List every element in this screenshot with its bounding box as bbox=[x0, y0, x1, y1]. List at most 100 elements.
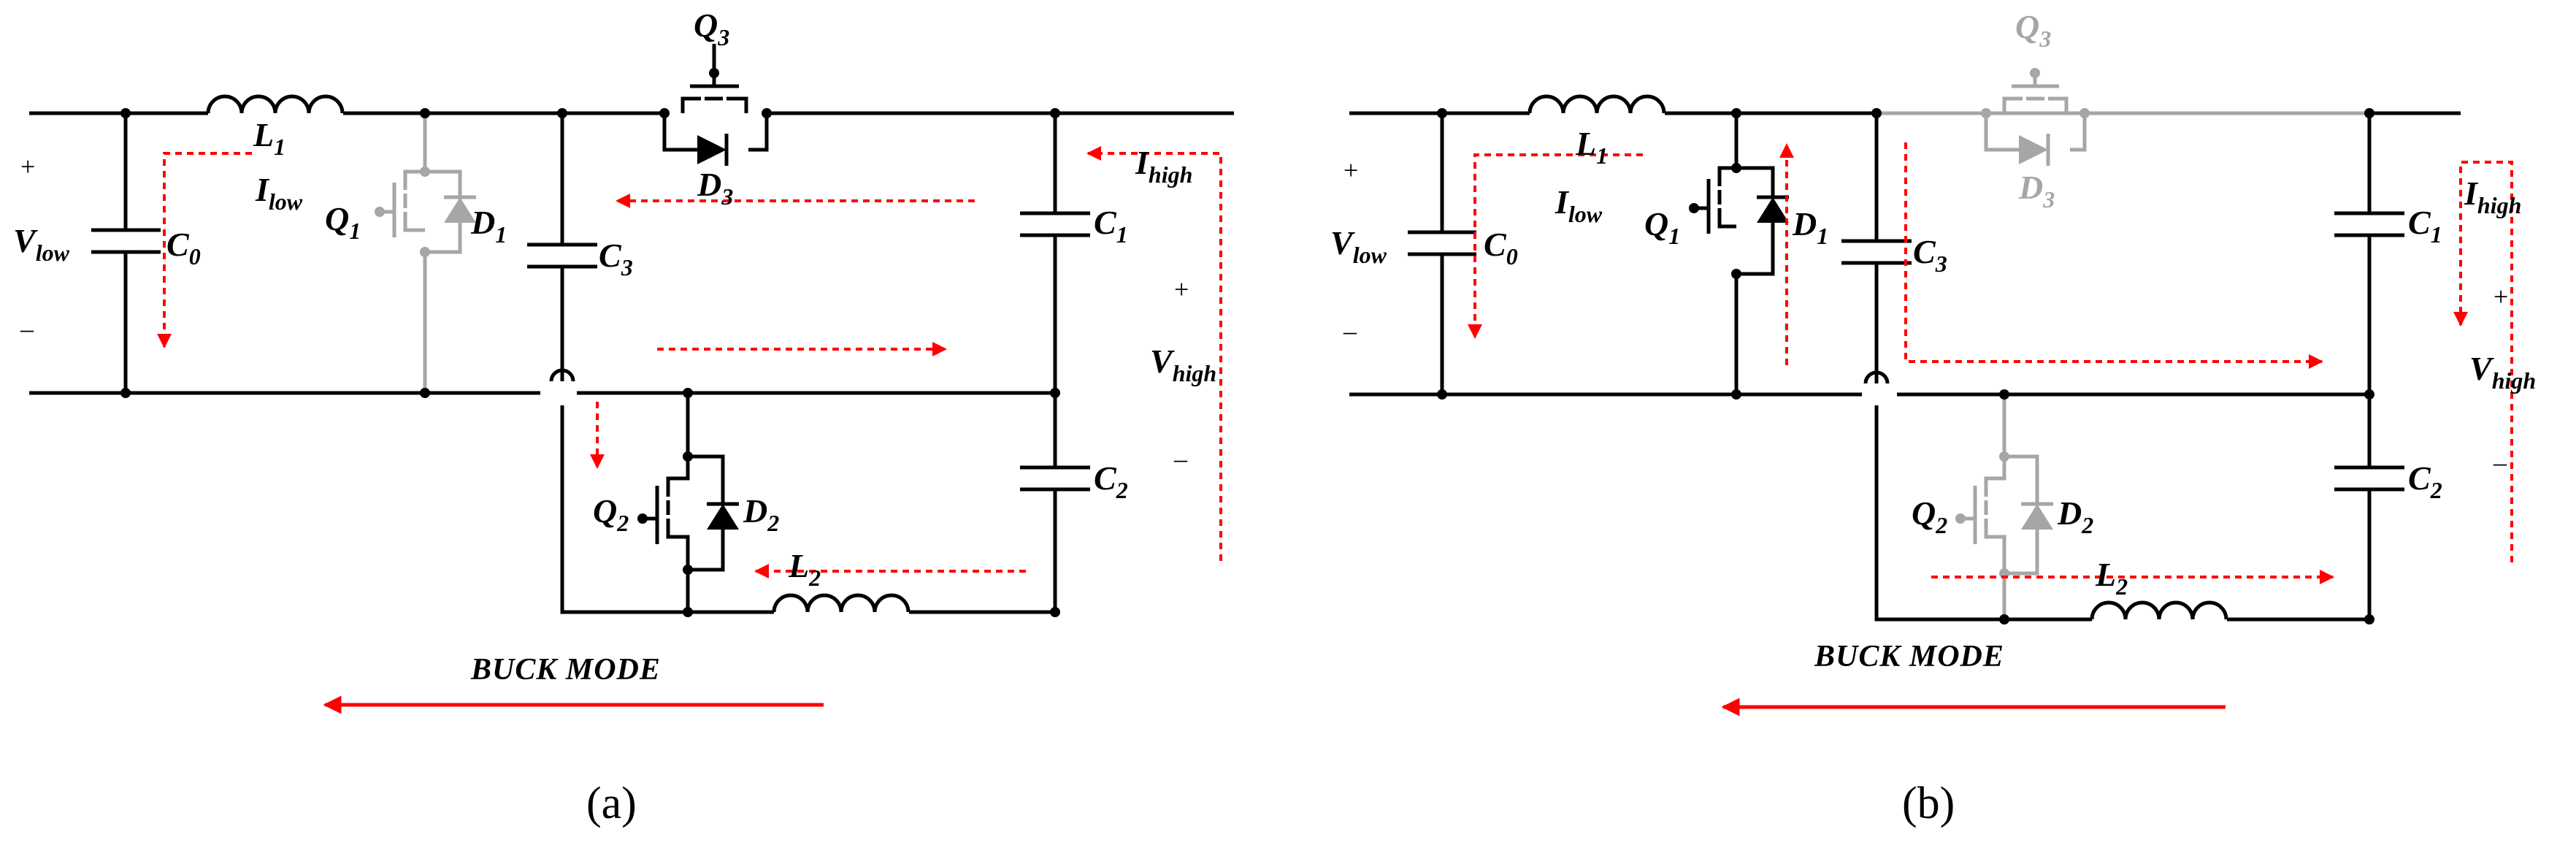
svg-text:C1: C1 bbox=[2408, 204, 2442, 248]
label-ilow: I bbox=[1555, 183, 1570, 221]
svg-text:Q2: Q2 bbox=[593, 492, 629, 536]
panel-a: L1 L2 C0 C3 C1 C2 Q1 D1 Q2 D2 Q3 D3 Ilow… bbox=[13, 7, 1234, 828]
svg-text:Vlow: Vlow bbox=[1330, 224, 1387, 268]
label-c0: C bbox=[166, 226, 190, 263]
mode-text: BUCK MODE bbox=[1814, 640, 2004, 673]
panel-a-node bbox=[420, 247, 430, 257]
panel-b-capacitors bbox=[1408, 211, 2404, 492]
panel-b-switch-q2 bbox=[1960, 394, 2039, 619]
panel-caption: (b) bbox=[1902, 779, 1955, 828]
panel-a-switch-q3 bbox=[681, 73, 748, 113]
sign-plus-low: + bbox=[20, 152, 35, 181]
svg-text:Q3: Q3 bbox=[2015, 8, 2051, 52]
panel-b-switch-q3 bbox=[1877, 73, 2369, 152]
label-d2: D bbox=[743, 492, 767, 530]
label-l2: L bbox=[788, 547, 809, 584]
svg-text:D3: D3 bbox=[697, 166, 733, 210]
svg-text:Vlow: Vlow bbox=[13, 222, 70, 266]
panel-a-labels: L1 L2 C0 C3 C1 C2 Q1 D1 Q2 D2 Q3 D3 Ilow… bbox=[13, 7, 1216, 828]
svg-text:C1: C1 bbox=[1094, 204, 1128, 248]
label-c3: C bbox=[1913, 233, 1936, 270]
panel-a-diode-d2 bbox=[707, 504, 739, 530]
panel-b-diode-d2 bbox=[2021, 504, 2053, 530]
panel-a-diode-d3 bbox=[697, 135, 727, 164]
label-q1: Q bbox=[1644, 205, 1668, 242]
sign-minus-high: – bbox=[1173, 444, 1188, 473]
panel-a-junctions bbox=[120, 108, 1060, 617]
panel-a-capacitors bbox=[91, 211, 1090, 492]
label-ilow: I bbox=[255, 171, 270, 208]
label-d1: D bbox=[1792, 205, 1817, 242]
svg-text:C3: C3 bbox=[1913, 233, 1947, 277]
svg-text:C2: C2 bbox=[2408, 459, 2442, 503]
panel-a-node bbox=[375, 207, 385, 217]
label-l1: L bbox=[1575, 125, 1596, 162]
panel-a-current-arrows bbox=[157, 146, 1222, 578]
label-d3: D bbox=[697, 166, 721, 203]
svg-text:Q2: Q2 bbox=[1912, 494, 1947, 538]
sign-minus-low: – bbox=[1343, 316, 1357, 345]
label-d3: D bbox=[2018, 169, 2043, 206]
panel-a-inductor-l1 bbox=[206, 94, 345, 114]
label-c2: C bbox=[2408, 459, 2431, 497]
panel-b-node bbox=[1999, 451, 2009, 462]
panel-a-node bbox=[637, 513, 648, 524]
panel-a-inductor-l2 bbox=[772, 593, 911, 613]
svg-text:Q1: Q1 bbox=[325, 200, 361, 244]
label-ihigh: I bbox=[2464, 175, 2479, 212]
panel-caption: (a) bbox=[586, 779, 637, 828]
label-l1: L bbox=[253, 116, 274, 153]
sign-plus-high: + bbox=[2493, 282, 2508, 311]
label-q3: Q bbox=[694, 7, 718, 44]
label-d2: D bbox=[2057, 494, 2082, 532]
mode-text: BUCK MODE bbox=[470, 653, 661, 687]
svg-text:D1: D1 bbox=[470, 204, 507, 248]
label-vlow: V bbox=[1330, 224, 1355, 261]
svg-text:Q3: Q3 bbox=[694, 7, 729, 50]
svg-text:D2: D2 bbox=[743, 492, 779, 536]
panel-a-switch-q2 bbox=[643, 457, 690, 555]
svg-text:Vhigh: Vhigh bbox=[1150, 343, 1216, 386]
panel-a-switch-q1 bbox=[380, 113, 462, 393]
svg-text:L2: L2 bbox=[2095, 556, 2128, 600]
svg-text:Q1: Q1 bbox=[1644, 205, 1680, 249]
svg-text:D1: D1 bbox=[1792, 205, 1828, 249]
panel-b-diode-d1 bbox=[1757, 197, 1789, 223]
label-q1: Q bbox=[325, 200, 349, 237]
panel-b-diode-d3 bbox=[2019, 135, 2048, 164]
panel-a-wires bbox=[29, 44, 1234, 614]
svg-text:Ilow: Ilow bbox=[255, 171, 303, 215]
label-c0: C bbox=[1484, 226, 1507, 263]
panel-b-junctions bbox=[1437, 108, 2374, 624]
label-l2: L bbox=[2095, 556, 2116, 593]
label-c3: C bbox=[599, 237, 622, 274]
label-vlow: V bbox=[13, 222, 38, 259]
panel-b-current-arrows bbox=[1468, 142, 2513, 584]
svg-text:D2: D2 bbox=[2057, 494, 2093, 538]
label-vhigh: V bbox=[1150, 343, 1175, 380]
panel-b: L1 L2 C0 C3 C1 C2 Q1 D1 Q2 D2 Q3 D3 Ilow… bbox=[1330, 8, 2536, 828]
panel-b-node bbox=[1981, 108, 1991, 118]
label-ihigh: I bbox=[1135, 144, 1150, 181]
label-c1: C bbox=[1094, 204, 1117, 241]
panel-b-node bbox=[2079, 108, 2090, 118]
panel-b-inductor-l1 bbox=[1527, 94, 1666, 114]
label-c2: C bbox=[1094, 459, 1117, 497]
panel-b-node bbox=[2030, 68, 2040, 78]
svg-text:L1: L1 bbox=[1575, 125, 1608, 169]
sign-minus-low: – bbox=[20, 314, 34, 343]
label-q2: Q bbox=[593, 492, 617, 530]
panel-b-wires bbox=[1349, 111, 2461, 622]
label-c1: C bbox=[2408, 204, 2431, 241]
svg-text:C2: C2 bbox=[1094, 459, 1128, 503]
sign-plus-low: + bbox=[1343, 156, 1358, 185]
panel-b-labels: L1 L2 C0 C3 C1 C2 Q1 D1 Q2 D2 Q3 D3 Ilow… bbox=[1330, 8, 2536, 828]
svg-text:C0: C0 bbox=[1484, 226, 1518, 270]
svg-text:Ihigh: Ihigh bbox=[1135, 144, 1192, 188]
panel-a-diode-d1 bbox=[444, 197, 476, 223]
sign-minus-high: – bbox=[2493, 448, 2507, 477]
label-d1: D bbox=[470, 204, 495, 241]
panel-b-node bbox=[1689, 203, 1699, 213]
